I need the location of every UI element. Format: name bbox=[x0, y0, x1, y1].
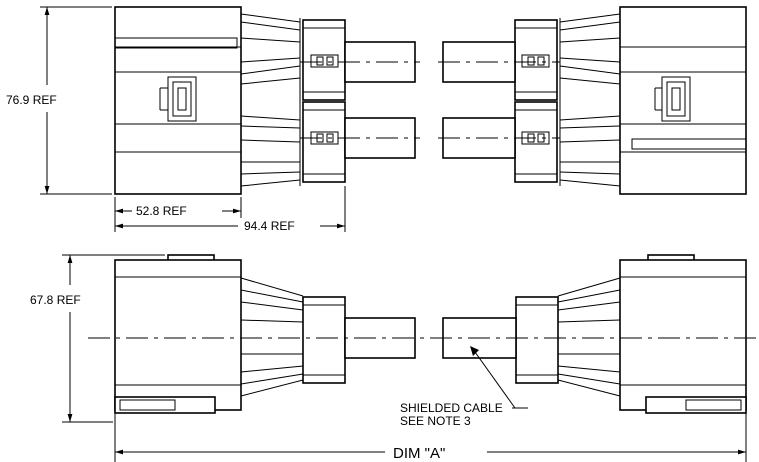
strain-relief-fins bbox=[240, 13, 301, 187]
latch-icon-right bbox=[654, 76, 691, 122]
side-left-connector bbox=[114, 254, 416, 414]
dim-label-overall: DIM "A" bbox=[393, 445, 445, 462]
ferrule-side-right bbox=[515, 296, 559, 384]
dim-label-94-4: 94.4 REF bbox=[244, 219, 295, 233]
shielded-cable-callout: SHIELDED CABLE SEE NOTE 3 bbox=[400, 346, 528, 428]
ferrule-lower-right bbox=[514, 101, 558, 183]
note-line-2: SEE NOTE 3 bbox=[400, 414, 471, 428]
dim-label-76-9: 76.9 REF bbox=[6, 93, 57, 107]
top-right-connector bbox=[438, 6, 747, 195]
dim-label-67-8: 67.8 REF bbox=[30, 293, 81, 307]
ferrule-upper bbox=[302, 19, 346, 101]
ferrule-lower bbox=[302, 101, 346, 183]
dim-width-long: 94.4 REF bbox=[115, 186, 346, 233]
note-line-1: SHIELDED CABLE bbox=[400, 401, 503, 415]
ferrule-side bbox=[302, 296, 346, 384]
dim-height-bottom: 67.8 REF bbox=[30, 254, 165, 423]
strain-relief-fins-side bbox=[240, 277, 304, 397]
side-right-connector bbox=[442, 254, 747, 414]
ferrule-upper-right bbox=[514, 19, 558, 101]
strain-relief-fins-side-right bbox=[557, 277, 621, 397]
top-left-connector bbox=[114, 6, 420, 195]
strain-relief-fins-right bbox=[559, 13, 621, 187]
dim-overall: DIM "A" bbox=[114, 413, 747, 462]
dim-width-short: 52.8 REF bbox=[114, 197, 242, 232]
dim-label-52-8: 52.8 REF bbox=[136, 204, 187, 218]
dim-height-top: 76.9 REF bbox=[6, 6, 112, 195]
latch-icon bbox=[159, 76, 197, 122]
